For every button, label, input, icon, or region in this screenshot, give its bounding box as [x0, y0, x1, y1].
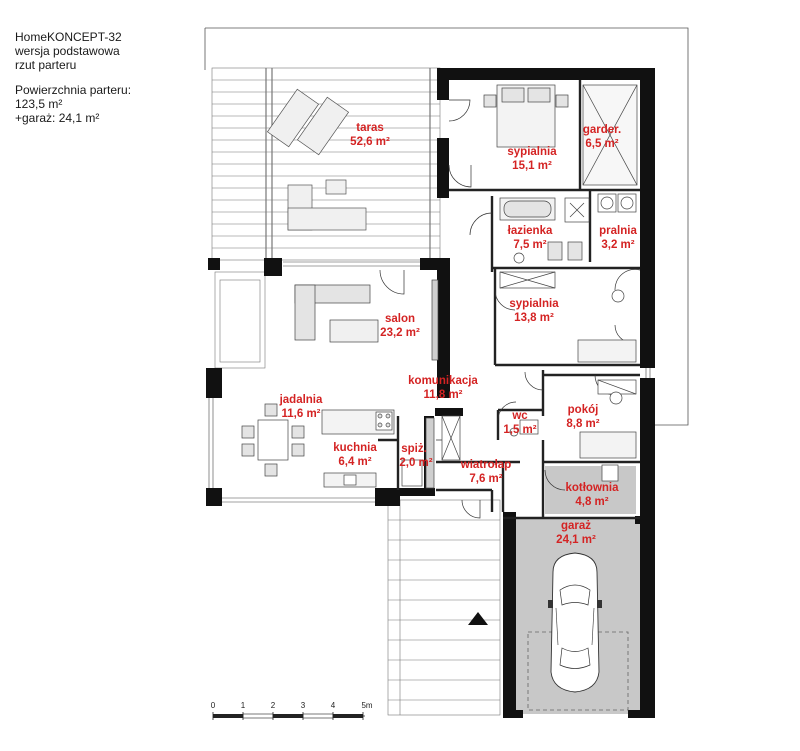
label-wiatrolap-name: wiatrołap	[460, 459, 511, 471]
label-jadalnia-area: 11,6 m²	[282, 408, 321, 420]
label-salon-name: salon	[385, 313, 415, 325]
roof-outline	[204, 27, 689, 426]
scale-tick-0: 0	[211, 701, 216, 710]
scale-tick-1: 1	[241, 701, 246, 710]
partitions	[378, 80, 640, 520]
label-wiatrolap-area: 7,6 m²	[469, 473, 502, 485]
windows	[208, 261, 651, 503]
label-pralnia-area: 3,2 m²	[601, 239, 634, 251]
plan-view-name: rzut parteru	[15, 58, 77, 72]
label-sypialnia-2-area: 13,8 m²	[514, 312, 554, 324]
project-info: HomeKONCEPT-32 wersja podstawowa rzut pa…	[15, 30, 131, 125]
label-kotlownia-area: 4,8 m²	[575, 496, 608, 508]
label-lazienka-name: łazienka	[508, 225, 553, 237]
label-lazienka-area: 7,5 m²	[513, 239, 546, 251]
scale-tick-3: 3	[301, 701, 306, 710]
label-sypialnia-1-name: sypialnia	[507, 146, 557, 158]
label-wc-name: wc	[511, 410, 528, 422]
area-summary-label: Powierzchnia parteru:	[15, 83, 132, 97]
label-garderoba-area: 6,5 m²	[585, 138, 618, 150]
label-taras-area: 52,6 m²	[350, 136, 390, 148]
label-pokoj-name: pokój	[568, 404, 599, 416]
label-pralnia-name: pralnia	[599, 225, 637, 237]
label-kotlownia-name: kotłownia	[565, 482, 619, 494]
project-variant: wersja podstawowa	[15, 44, 120, 58]
furniture	[241, 84, 638, 489]
label-sypialnia-1-area: 15,1 m²	[512, 160, 552, 172]
room-labels: taras 52,6 m² sypialnia 15,1 m² garder. …	[279, 122, 638, 546]
label-garderoba-name: garder.	[583, 124, 621, 136]
label-kuchnia-name: kuchnia	[333, 442, 377, 454]
garage-area-value: +garaż: 24,1 m²	[15, 111, 100, 125]
label-kuchnia-area: 6,4 m²	[338, 456, 371, 468]
label-garaz-name: garaż	[561, 520, 591, 532]
boiler-room-floor-fill	[545, 466, 636, 514]
scale-tick-4: 4	[331, 701, 336, 710]
scale-tick-5: 5m	[361, 701, 372, 710]
label-komunikacja-name: komunikacja	[408, 375, 478, 387]
project-name: HomeKONCEPT-32	[15, 30, 122, 44]
label-spizarnia-area: 2,0 m²	[399, 457, 432, 469]
label-salon-area: 23,2 m²	[380, 327, 420, 339]
label-jadalnia-name: jadalnia	[279, 394, 323, 406]
scale-tick-2: 2	[271, 701, 276, 710]
label-komunikacja-area: 11,8 m²	[424, 389, 463, 401]
label-pokoj-area: 8,8 m²	[566, 418, 599, 430]
entrance-arrow-icon	[468, 612, 488, 625]
label-taras-name: taras	[356, 122, 384, 134]
label-sypialnia-2-name: sypialnia	[509, 298, 559, 310]
entrance-path	[387, 499, 501, 716]
scale-bar: 0 1 2 3 4 5m	[211, 701, 373, 720]
terrace-furniture	[266, 88, 367, 231]
car-icon	[527, 552, 629, 711]
label-garaz-area: 24,1 m²	[556, 534, 596, 546]
floor-area-value: 123,5 m²	[15, 97, 63, 111]
label-spizarnia-name: spiż.	[401, 443, 427, 455]
label-wc-area: 1,5 m²	[503, 424, 536, 436]
